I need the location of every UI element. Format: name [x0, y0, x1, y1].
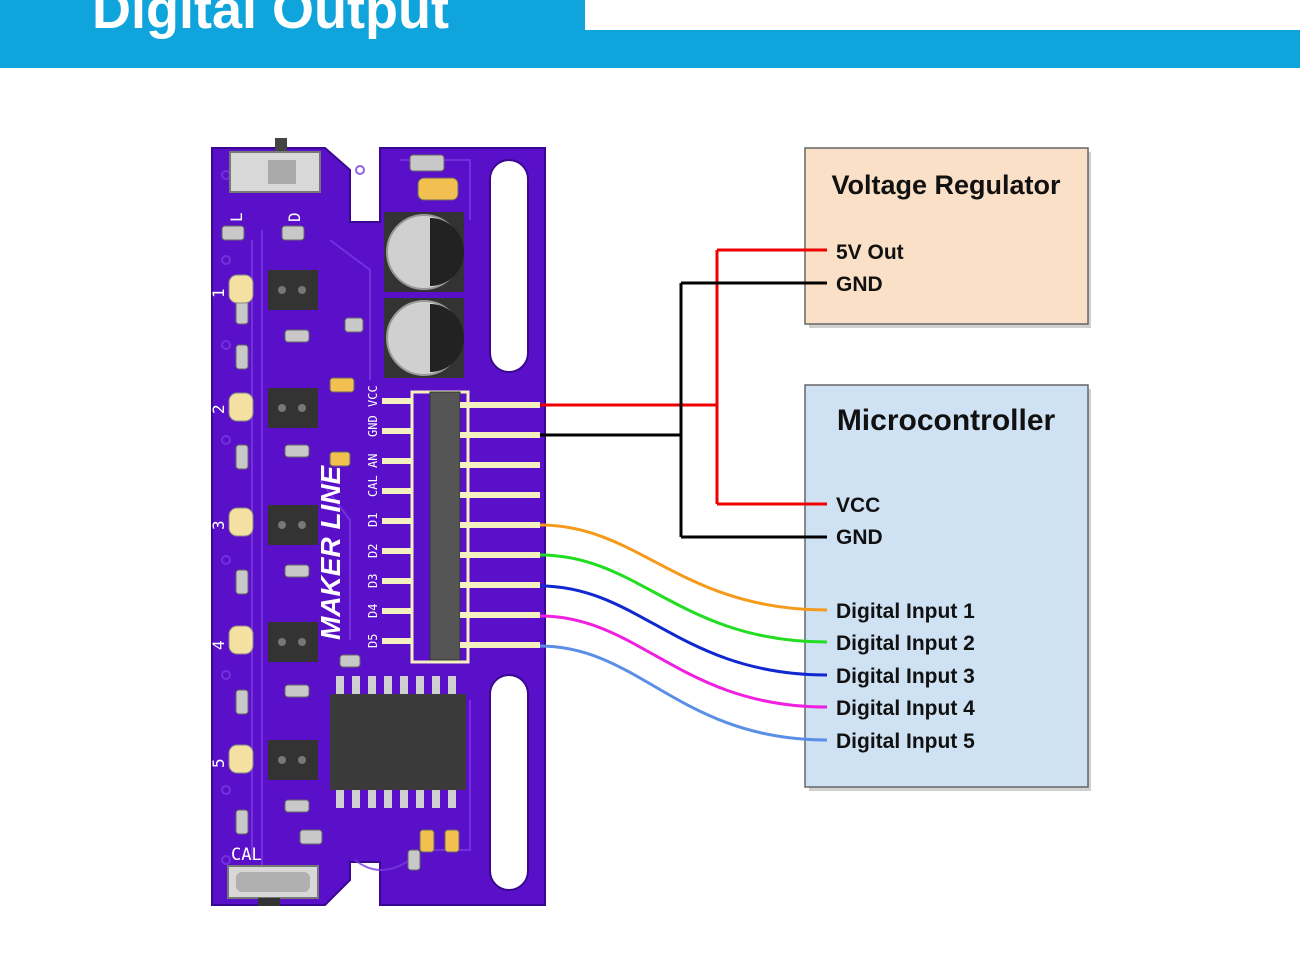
regulator-title: Voltage Regulator — [831, 170, 1061, 200]
mcu-digital-input-3: Digital Input 3 — [836, 665, 975, 688]
sensor-number-2: 2 — [209, 404, 228, 414]
board-pin-label-d3: D3 — [366, 574, 380, 588]
regulator-pin-gnd: GND — [836, 273, 883, 296]
smd-components — [221, 154, 460, 871]
switch-label-l: L — [227, 212, 246, 222]
mcu-pin-gnd: GND — [836, 526, 883, 549]
board-cal-label: CAL — [231, 845, 262, 865]
main-ic-chip — [330, 676, 466, 808]
wire-gnd — [540, 281, 827, 539]
wires — [539, 248, 828, 742]
ir-sensor-2 — [228, 388, 318, 428]
board-pin-label-vcc: VCC — [366, 385, 380, 407]
sensor-number-1: 1 — [209, 288, 228, 298]
ir-sensor-1 — [228, 270, 318, 310]
page-title: Digital Output — [92, 0, 449, 40]
microcontroller-box: Microcontroller VCC GND Digital Input 1 … — [804, 384, 1091, 791]
sensor-number-4: 4 — [209, 640, 228, 650]
board-pin-labels: VCC GND AN CAL D1 D2 D3 D4 D5 — [366, 385, 380, 648]
mcu-digital-input-5: Digital Input 5 — [836, 730, 975, 753]
mcu-digital-input-2: Digital Input 2 — [836, 632, 975, 655]
board-pin-label-d4: D4 — [366, 604, 380, 618]
mounting-slot-bottom — [489, 674, 529, 891]
mounting-slot-top — [489, 159, 529, 373]
wire-digital-2 — [539, 553, 828, 644]
sensor-number-5: 5 — [209, 758, 228, 768]
board-pin-label-cal: CAL — [366, 475, 380, 497]
wire-digital-3 — [539, 584, 828, 677]
mcu-digital-input-4: Digital Input 4 — [836, 697, 975, 720]
capacitor-top — [384, 212, 464, 292]
board-pin-label-d5: D5 — [366, 634, 380, 648]
header-notch — [585, 0, 1300, 30]
wire-5v — [540, 248, 827, 506]
wire-digital-1 — [539, 523, 828, 612]
board-pin-label-d1: D1 — [366, 513, 380, 527]
mcu-digital-input-1: Digital Input 1 — [836, 600, 975, 623]
board-pin-label-d2: D2 — [366, 544, 380, 558]
microcontroller-title: Microcontroller — [837, 404, 1056, 437]
wire-digital-5 — [539, 644, 828, 742]
capacitor-bottom — [384, 298, 464, 378]
mode-switch — [229, 138, 321, 193]
ir-sensor-4 — [228, 622, 318, 662]
ir-sensor-5 — [228, 740, 318, 780]
regulator-pin-5v-out: 5V Out — [836, 241, 904, 264]
board-pin-label-gnd: GND — [366, 415, 380, 437]
sensor-number-3: 3 — [209, 520, 228, 530]
cal-button — [227, 865, 319, 906]
wire-digital-4 — [539, 614, 828, 709]
board-pin-label-an: AN — [366, 454, 380, 468]
maker-line-board: L D — [209, 138, 546, 906]
pin-header — [382, 390, 540, 664]
ir-sensor-3 — [228, 505, 318, 545]
voltage-regulator-box: Voltage Regulator 5V Out GND — [804, 147, 1091, 328]
mcu-pin-vcc: VCC — [836, 494, 880, 517]
board-brand: MAKER LINE — [315, 464, 346, 640]
switch-label-d: D — [285, 212, 304, 222]
